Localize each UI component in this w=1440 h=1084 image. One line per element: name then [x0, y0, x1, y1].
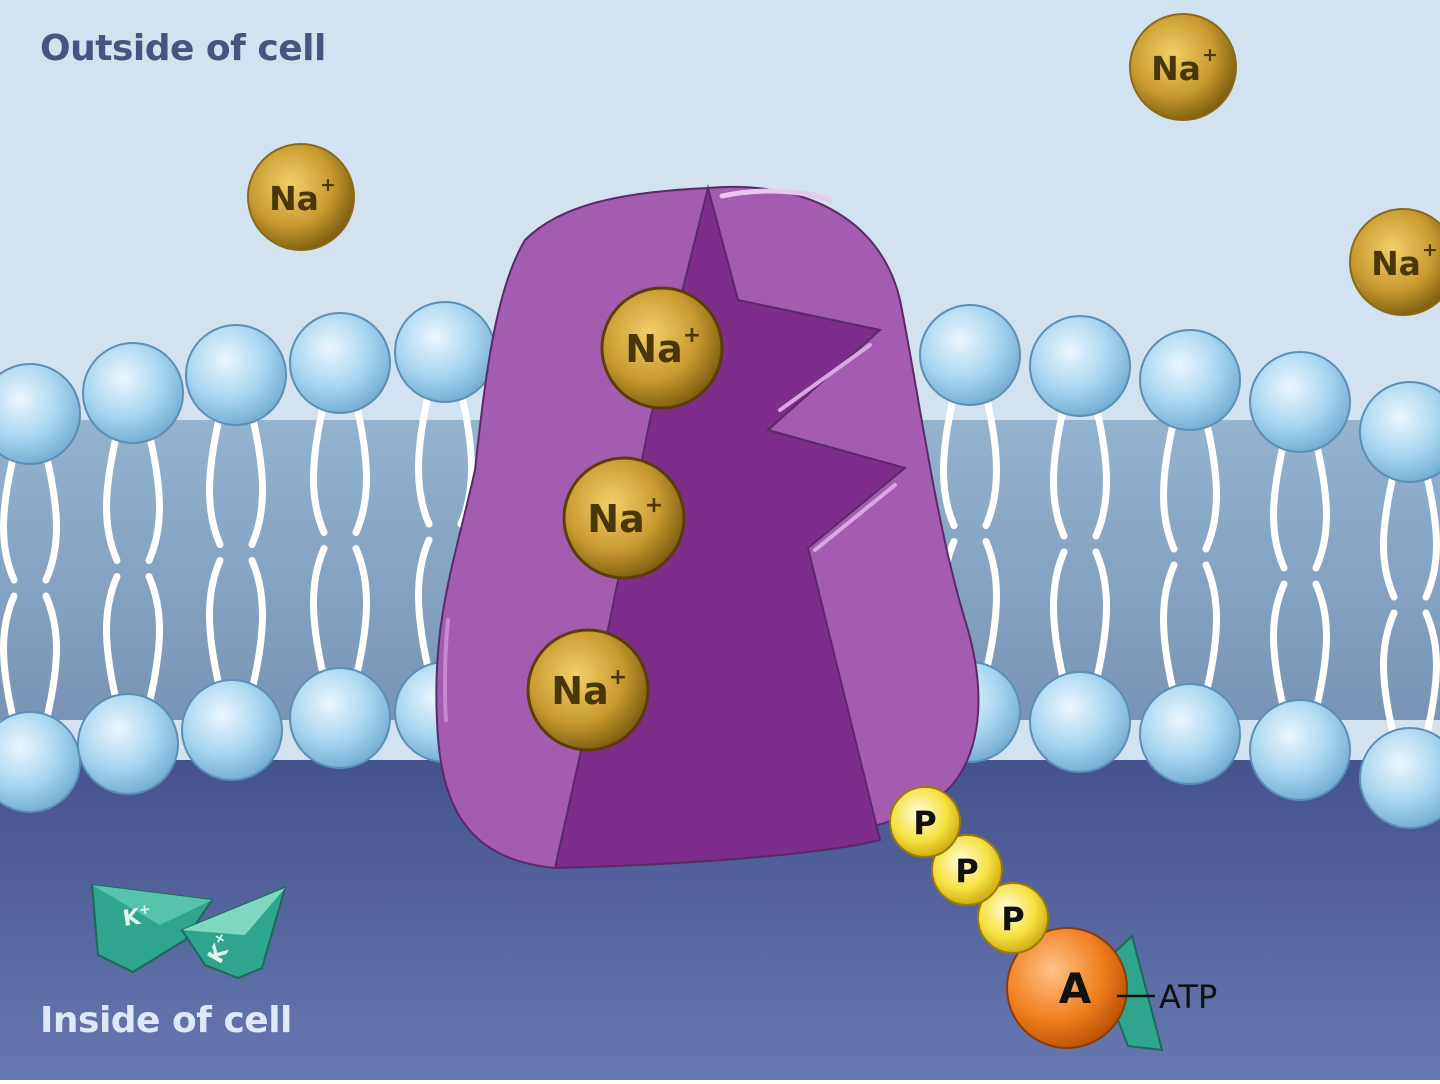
svg-text:Na: Na — [587, 497, 644, 541]
pump-highlight — [813, 483, 897, 552]
phospholipid-head — [181, 679, 283, 781]
phosphate-group: P — [931, 834, 1003, 906]
sodium-ion-outside: Na + — [1129, 13, 1237, 121]
lipid-tail — [206, 411, 224, 694]
lipid-tail — [1160, 416, 1178, 698]
svg-text:+: + — [1202, 44, 1218, 66]
lipid-tail — [1092, 402, 1110, 686]
svg-text:Na: Na — [551, 669, 608, 713]
phospholipid-head — [289, 667, 391, 769]
adenosine: A — [1006, 927, 1128, 1049]
phospholipid-head — [1029, 315, 1131, 417]
sodium-potassium-pump — [435, 184, 980, 870]
svg-text:A: A — [1059, 964, 1092, 1013]
phospholipid-head — [185, 324, 287, 426]
atp-molecule: A P P P ATP — [889, 786, 1217, 1052]
pump-highlight — [442, 618, 450, 722]
lipid-tail — [415, 388, 433, 676]
sodium-ion-outside: Na + — [1349, 208, 1440, 316]
svg-text:K+: K+ — [121, 901, 153, 932]
phospholipid-head — [1249, 351, 1351, 453]
svg-text:Na: Na — [1371, 244, 1421, 283]
potassium-ion: K+ — [180, 886, 287, 980]
svg-text:+: + — [683, 323, 701, 348]
phospholipid-head — [0, 363, 81, 465]
outside-of-cell-label: Outside of cell — [40, 28, 326, 69]
pump-highlight — [778, 343, 872, 412]
phospholipid-head — [1139, 329, 1241, 431]
sodium-ion-bound: Na + — [526, 628, 650, 752]
phospholipid-head — [1359, 727, 1440, 829]
pump-highlight — [719, 188, 833, 203]
lipid-tail — [352, 399, 370, 682]
phosphate-group: P — [977, 882, 1049, 954]
svg-text:P: P — [955, 852, 978, 890]
svg-text:Na: Na — [625, 327, 682, 371]
lipid-tail — [1312, 438, 1330, 714]
phospholipid-head — [289, 312, 391, 414]
svg-text:Na: Na — [1151, 49, 1201, 88]
potassium-ion: K+ — [90, 883, 214, 974]
phospholipid-head — [1139, 683, 1241, 785]
phospholipid-head — [82, 342, 184, 444]
phospholipid-bilayer — [0, 301, 1440, 829]
svg-text:Na: Na — [269, 179, 319, 218]
lipid-tail — [1380, 468, 1398, 742]
phosphate-group: P — [889, 786, 961, 858]
lipid-tail — [103, 429, 121, 708]
svg-text:+: + — [645, 493, 663, 518]
lipid-tail — [982, 391, 1000, 676]
lipid-tail — [1202, 416, 1220, 698]
phospholipid-head — [1249, 699, 1351, 801]
atp-label: ATP — [1159, 978, 1217, 1016]
lipid-tail — [1050, 402, 1068, 686]
phospholipid-head — [1029, 671, 1131, 773]
phospholipid-head — [394, 301, 496, 403]
svg-text:+: + — [609, 665, 627, 690]
phospholipid-head — [0, 711, 81, 813]
lipid-tail — [42, 450, 60, 726]
phospholipid-head — [919, 304, 1021, 406]
svg-text:+: + — [320, 174, 336, 196]
sodium-ion-bound: Na + — [562, 456, 686, 580]
lipid-tail — [1422, 468, 1440, 742]
sodium-ion-outside: Na + — [247, 143, 355, 251]
phospholipid-head — [1359, 381, 1440, 483]
lipid-tail — [0, 450, 18, 726]
lipid-tail — [248, 411, 266, 694]
svg-text:P: P — [1001, 900, 1024, 938]
inside-of-cell-label: Inside of cell — [40, 1000, 292, 1041]
lipid-tail — [145, 429, 163, 708]
lipid-tail — [310, 399, 328, 682]
lipid-tail — [1270, 438, 1288, 714]
svg-text:+: + — [1422, 239, 1438, 261]
sodium-ion-bound: Na + — [600, 286, 724, 410]
phospholipid-head — [77, 693, 179, 795]
svg-text:P: P — [913, 804, 936, 842]
